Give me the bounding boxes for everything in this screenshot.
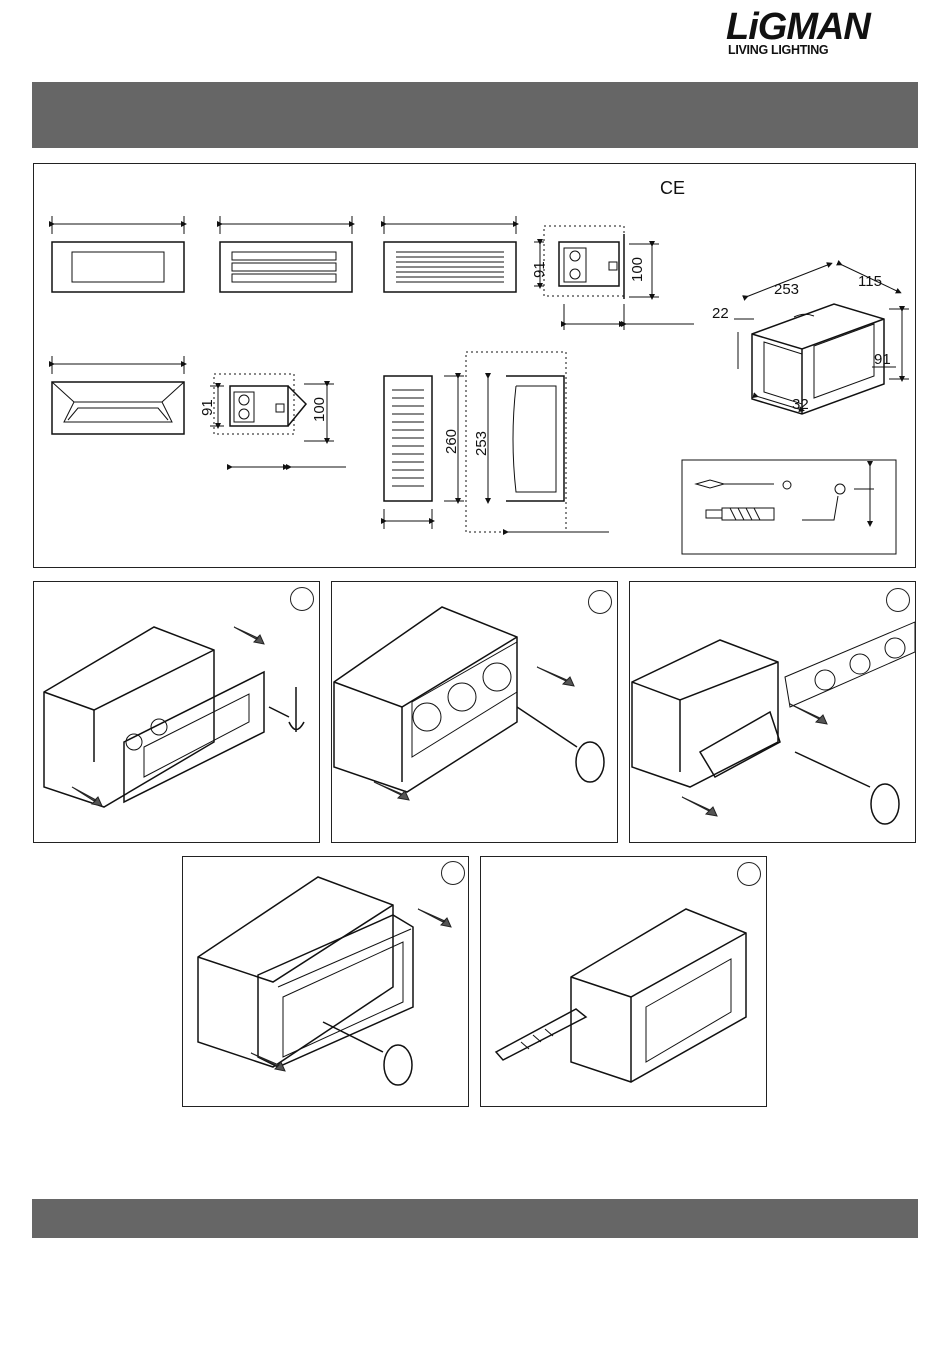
wall-plug-icon: [706, 508, 774, 520]
footer-bar: [32, 1199, 918, 1238]
step-2-panel: [331, 581, 618, 843]
brand-tagline: LIVING LIGHTING: [728, 43, 828, 57]
front-plate-bevel: [52, 382, 184, 434]
tools-box: [682, 460, 896, 554]
front-plate-glass: [52, 242, 184, 292]
dim-vert-total: 260: [443, 429, 460, 454]
dim-box-height: 91: [874, 351, 891, 368]
step-2-illustration: [332, 582, 617, 842]
arrow-icon: [72, 627, 264, 806]
screw-icon: [783, 481, 791, 489]
dim-small-depth: 100: [629, 257, 646, 282]
allen-key-icon: [802, 484, 845, 520]
front-plate-louvre-5: [384, 242, 516, 292]
step-3-illustration: [630, 582, 915, 842]
spec-drawings: 91 100 91 100 253 115 22 91 32 260 253 C…: [34, 164, 915, 567]
dim-section2-depth: 100: [311, 397, 328, 422]
step-4-panel: [182, 856, 469, 1107]
vertical-louvre-plate: [384, 352, 609, 532]
dim-vert-inner: 253: [473, 431, 490, 456]
step-5-illustration: [481, 857, 766, 1106]
dim-small-height: 91: [531, 261, 548, 278]
dim-section2-height: 91: [199, 399, 216, 416]
step-3-panel: [629, 581, 916, 843]
step-4-illustration: [183, 857, 468, 1106]
dim-box-depth: 115: [858, 273, 882, 290]
step-1-panel: [33, 581, 320, 843]
brand-logo: LiGMAN LIVING LIGHTING: [726, 10, 922, 60]
dim-box-bottom: 32: [792, 396, 809, 413]
dim-box-wall: 22: [712, 305, 729, 322]
spec-panel: 91 100 91 100 253 115 22 91 32 260 253 C…: [33, 163, 916, 568]
ce-mark: CE: [660, 178, 685, 198]
section-view-1: [534, 226, 694, 330]
wall-plug-icon: [496, 1009, 586, 1060]
header-bar: [32, 82, 918, 148]
step-1-illustration: [34, 582, 319, 842]
box-isometric: [752, 304, 884, 414]
dim-box-length: 253: [774, 281, 799, 298]
step-5-panel: [480, 856, 767, 1107]
screwdriver-icon: [696, 480, 774, 488]
front-plate-louvre-2: [220, 242, 352, 292]
